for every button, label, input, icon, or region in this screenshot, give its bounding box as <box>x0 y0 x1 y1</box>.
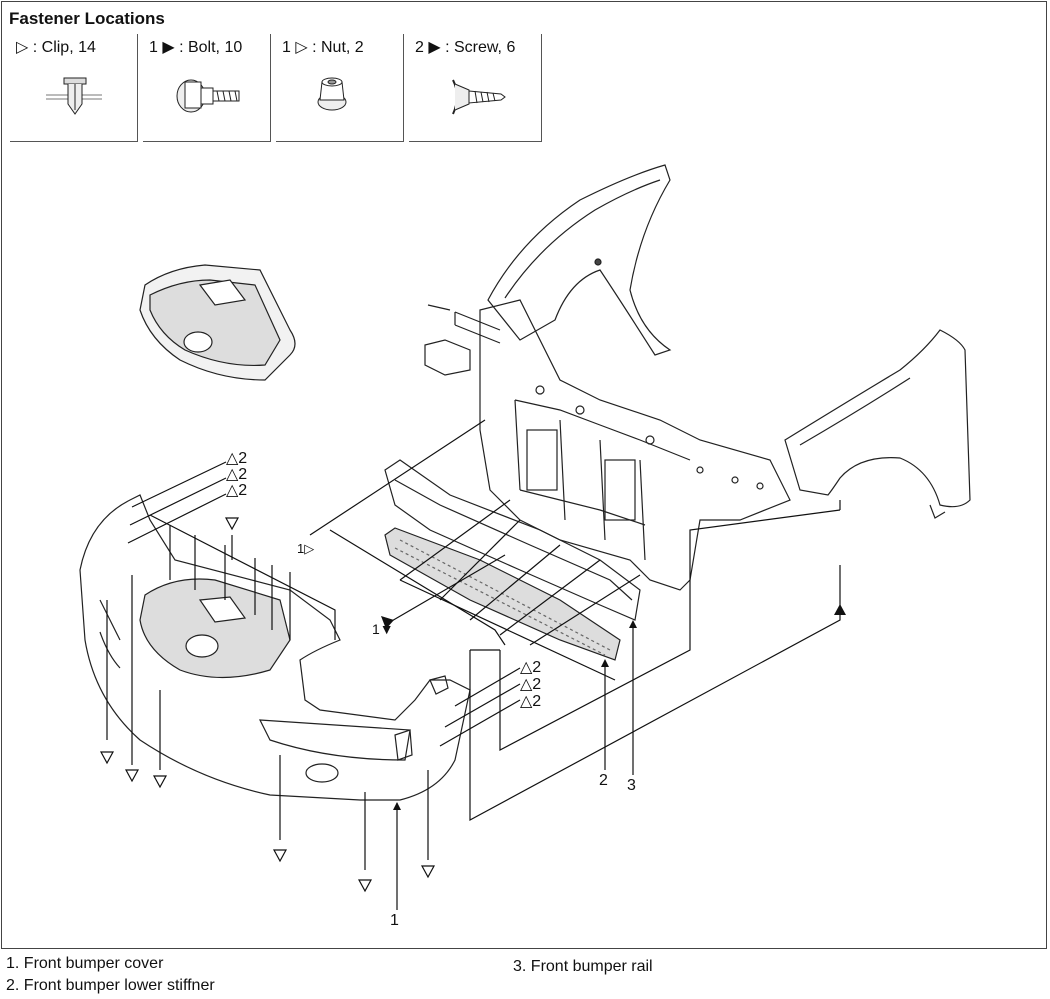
part-number-2: 2 <box>599 772 608 789</box>
upper-bracket <box>424 304 501 376</box>
fastener-clip-box: ▷ : Clip, 14 <box>10 34 138 142</box>
legend-item-3: 3. Front bumper rail <box>513 958 653 975</box>
callout-clip-2d: △2 <box>520 659 542 676</box>
left-fender <box>487 164 672 356</box>
nut-icon <box>317 77 347 111</box>
front-bumper-cover <box>79 494 471 801</box>
legend-item-1: 1. Front bumper cover <box>6 955 164 972</box>
front-bumper-lower-stiffner <box>384 527 621 661</box>
callout-clip-2c: △2 <box>226 482 248 499</box>
leader-lines <box>106 419 841 910</box>
fastener-bolt-label: 1 ▶ : Bolt, 10 <box>149 39 243 56</box>
bolt-icon <box>176 79 240 113</box>
callout-clip-2a: △2 <box>226 450 248 467</box>
legend-item-2: 2. Front bumper lower stiffner <box>6 977 215 994</box>
fastener-screw-box: 2 ▶ : Screw, 6 <box>409 34 542 142</box>
radiator-support <box>479 299 791 591</box>
part-number-3: 3 <box>627 777 636 794</box>
fastener-clip-label: ▷ : Clip, 14 <box>16 39 96 56</box>
radiator-grille <box>139 264 296 381</box>
fastener-nut-box: 1 ▷ : Nut, 2 <box>276 34 404 142</box>
page-title: Fastener Locations <box>9 9 165 28</box>
diagram-frame <box>1 1 1047 949</box>
fastener-screw-label: 2 ▶ : Screw, 6 <box>415 39 516 56</box>
callout-bolt: 1▼ <box>372 621 394 637</box>
fastener-bolt-box: 1 ▶ : Bolt, 10 <box>143 34 271 142</box>
callout-nut: 1▷ <box>297 541 315 556</box>
callout-clip-2e: △2 <box>520 676 542 693</box>
screw-icon <box>452 79 506 115</box>
front-bumper-rail <box>384 459 641 621</box>
callout-clip-2b: △2 <box>226 466 248 483</box>
callout-clip-2f: △2 <box>520 693 542 710</box>
fastener-nut-label: 1 ▷ : Nut, 2 <box>282 39 364 56</box>
clip-icon <box>46 77 102 115</box>
clip-markers <box>99 517 846 893</box>
part-number-1: 1 <box>390 912 399 929</box>
right-fender <box>784 329 971 519</box>
